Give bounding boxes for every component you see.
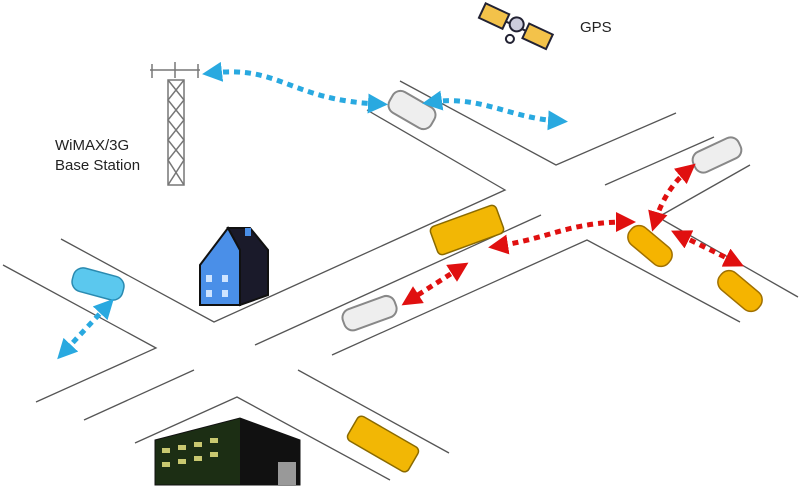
car-middle-icon bbox=[341, 294, 398, 332]
blue-car-icon bbox=[71, 267, 125, 301]
gps-satellite-icon bbox=[477, 1, 555, 51]
base-station-tower-icon bbox=[150, 62, 200, 186]
taxi-icon bbox=[627, 224, 673, 268]
house-icon bbox=[199, 226, 269, 307]
base-station-label-line2: Base Station bbox=[55, 157, 141, 174]
vehicles bbox=[71, 89, 763, 473]
taxi-icon bbox=[717, 269, 763, 313]
v2i-links bbox=[57, 61, 568, 360]
car-right-top-icon bbox=[691, 136, 743, 174]
v2v-links bbox=[401, 163, 744, 306]
gps-label: GPS bbox=[580, 19, 612, 36]
office-building-icon bbox=[154, 417, 301, 486]
bus-lower-icon bbox=[346, 415, 420, 473]
base-station-label-line1: WiMAX/3G bbox=[55, 137, 130, 154]
